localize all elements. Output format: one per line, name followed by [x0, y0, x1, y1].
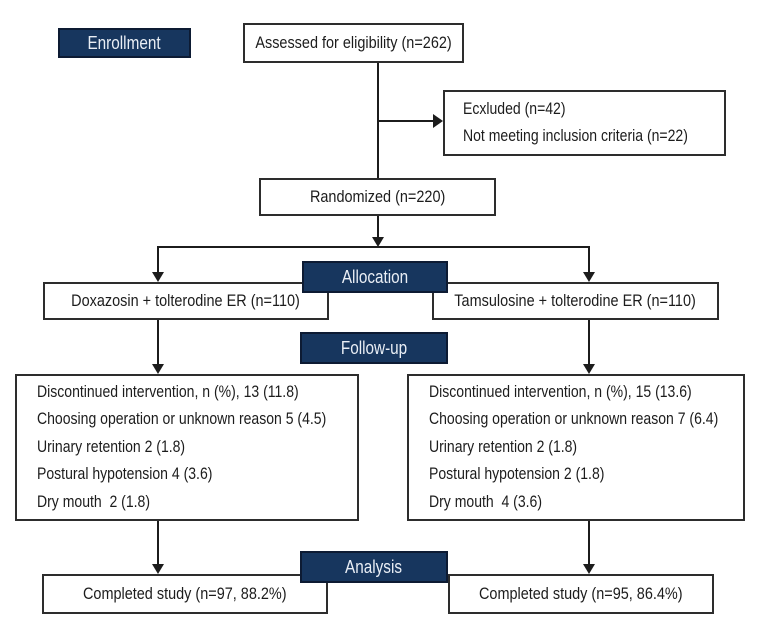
excluded-box: Ecxluded (n=42) Not meeting inclusion cr…	[443, 90, 726, 156]
arrowhead-excluded	[433, 114, 443, 128]
connector-randomized-to-split	[377, 216, 379, 239]
followup-left-line: Dry mouth 2 (1.8)	[37, 492, 151, 511]
followup-right-line: Dry mouth 4 (3.6)	[429, 492, 543, 511]
followup-left-line: Discontinued intervention, n (%), 13 (11…	[37, 382, 299, 401]
connector-arm-right-to-followup	[588, 320, 590, 365]
connector-split-to-arm-left	[157, 246, 159, 273]
followup-right-line: Urinary retention 2 (1.8)	[429, 437, 578, 456]
followup-left-line: Urinary retention 2 (1.8)	[37, 437, 186, 456]
arm-right-box: Tamsulosine + tolterodine ER (n=110)	[432, 282, 719, 320]
stage-followup-label: Follow-up	[300, 332, 448, 364]
stage-allocation-label: Allocation	[302, 261, 448, 293]
completed-right-box: Completed study (n=95, 86.4%)	[448, 574, 714, 614]
arm-right-text: Tamsulosine + tolterodine ER (n=110)	[454, 291, 697, 310]
arrowhead-split	[372, 237, 384, 247]
arrowhead-followup-right	[583, 364, 595, 374]
connector-to-excluded	[378, 120, 434, 122]
stage-analysis-label: Analysis	[300, 551, 448, 583]
arm-left-box: Doxazosin + tolterodine ER (n=110)	[43, 282, 329, 320]
connector-followup-right-to-completed	[588, 521, 590, 565]
followup-left-line: Choosing operation or unknown reason 5 (…	[37, 410, 327, 429]
arm-left-text: Doxazosin + tolterodine ER (n=110)	[71, 291, 301, 310]
stage-enrollment-text: Enrollment	[87, 32, 162, 53]
connector-followup-left-to-completed	[157, 521, 159, 565]
arrowhead-arm-right	[583, 272, 595, 282]
connector-split-to-arm-right	[588, 246, 590, 273]
randomized-text: Randomized (n=220)	[309, 187, 446, 206]
completed-left-text: Completed study (n=97, 88.2%)	[83, 584, 287, 603]
stage-followup-text: Follow-up	[340, 337, 408, 358]
assessed-box: Assessed for eligibility (n=262)	[243, 23, 464, 63]
arrowhead-completed-right	[583, 564, 595, 574]
followup-left-line: Postural hypotension 4 (3.6)	[37, 465, 213, 484]
excluded-line2: Not meeting inclusion criteria (n=22)	[463, 127, 688, 145]
connector-arm-left-to-followup	[157, 320, 159, 365]
arrowhead-followup-left	[152, 364, 164, 374]
completed-right-text: Completed study (n=95, 86.4%)	[479, 584, 683, 603]
connector-split-horizontal	[157, 246, 590, 248]
completed-left-box: Completed study (n=97, 88.2%)	[42, 574, 328, 614]
followup-right-box: Discontinued intervention, n (%), 15 (13…	[407, 374, 745, 521]
randomized-box: Randomized (n=220)	[259, 178, 496, 216]
arrowhead-arm-left	[152, 272, 164, 282]
followup-right-line: Postural hypotension 2 (1.8)	[429, 465, 605, 484]
stage-analysis-text: Analysis	[345, 556, 403, 577]
arrowhead-completed-left	[152, 564, 164, 574]
followup-right-line: Choosing operation or unknown reason 7 (…	[429, 410, 719, 429]
stage-allocation-text: Allocation	[341, 266, 409, 287]
stage-enrollment-label: Enrollment	[58, 28, 191, 58]
assessed-text: Assessed for eligibility (n=262)	[255, 33, 452, 52]
followup-right-line: Discontinued intervention, n (%), 15 (13…	[429, 382, 692, 401]
excluded-line1: Ecxluded (n=42)	[463, 99, 566, 118]
followup-left-box: Discontinued intervention, n (%), 13 (11…	[15, 374, 359, 521]
